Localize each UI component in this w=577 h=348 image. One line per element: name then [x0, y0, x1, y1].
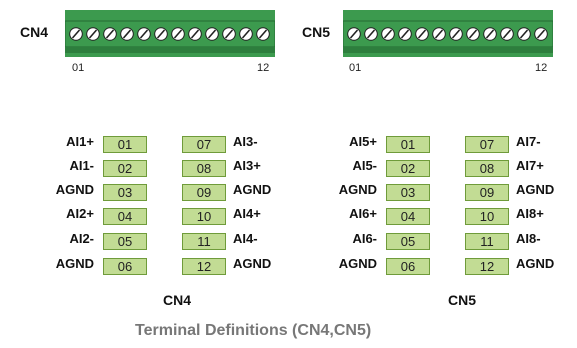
cn5-left-signal-label: AI5- — [352, 158, 377, 173]
cn4-right-signal-label: AI3+ — [233, 158, 261, 173]
cn5-right-pin-box: 07 — [465, 136, 509, 153]
cn5-left-pin-box: 03 — [386, 184, 430, 201]
screw-slot — [190, 29, 200, 39]
cn4-right-signal-label: AI4- — [233, 231, 258, 246]
cn5-left-signal-label: AI5+ — [349, 134, 377, 149]
screw-slot — [536, 29, 546, 39]
cn4-bottom-label: CN4 — [163, 292, 192, 308]
cn4-left-pin-box: 05 — [103, 233, 147, 250]
cn4-end-left: 01 — [72, 62, 85, 74]
cn4-terminal-block — [65, 10, 275, 57]
cn4-left-pin-box: 06 — [103, 258, 147, 275]
cn5-left-signal-label: AI6- — [352, 231, 377, 246]
cn4-right-signal-label: AGND — [233, 182, 272, 197]
screw-slot — [173, 29, 183, 39]
screw-slot — [383, 29, 393, 39]
cn4-right-pin-box: 08 — [182, 160, 226, 177]
screw-slot — [224, 29, 234, 39]
screw-slot — [519, 29, 529, 39]
screw-slot — [485, 29, 495, 39]
cn5-left-pin-box: 06 — [386, 258, 430, 275]
cn5-right-pin-box: 11 — [465, 233, 509, 250]
screw-slot — [122, 29, 132, 39]
cn5-left-signal-label: AGND — [338, 256, 377, 271]
cn4-left-pin-box: 03 — [103, 184, 147, 201]
screw-slot — [156, 29, 166, 39]
cn5-left-signal-label: AI6+ — [349, 206, 377, 221]
cn5-right-signal-label: AGND — [516, 256, 555, 271]
cn4-right-pin-box: 11 — [182, 233, 226, 250]
cn4-right-pin-box: 12 — [182, 258, 226, 275]
cn4-left-signal-label: AI2- — [69, 231, 94, 246]
screw-slot — [139, 29, 149, 39]
cn4-left-signal-label: AGND — [55, 182, 94, 197]
cn5-connector-title: CN5 — [302, 24, 331, 40]
screw-slot — [468, 29, 478, 39]
cn4-right-signal-label: AGND — [233, 256, 272, 271]
cn5-left-pin-box: 05 — [386, 233, 430, 250]
screw-slot — [241, 29, 251, 39]
cn4-left-signal-label: AI2+ — [66, 206, 94, 221]
cn5-right-signal-label: AI8- — [516, 231, 541, 246]
screw-slot — [366, 29, 376, 39]
cn4-left-pin-box: 01 — [103, 136, 147, 153]
cn5-bottom-label: CN5 — [448, 292, 477, 308]
screw-slot — [88, 29, 98, 39]
screw-slot — [71, 29, 81, 39]
screw-slot — [207, 29, 217, 39]
cn5-end-right: 12 — [535, 62, 548, 74]
cn4-left-signal-label: AGND — [55, 256, 94, 271]
screw-slot — [417, 29, 427, 39]
cn4-end-right: 12 — [257, 62, 270, 74]
cn5-screws — [347, 27, 548, 41]
cn5-end-left: 01 — [349, 62, 362, 74]
cn4-right-pin-box: 07 — [182, 136, 226, 153]
cn5-right-signal-label: AI7+ — [516, 158, 544, 173]
cn4-right-pin-box: 09 — [182, 184, 226, 201]
cn5-left-pin-box: 04 — [386, 208, 430, 225]
figure-caption: Terminal Definitions (CN4,CN5) — [135, 322, 372, 339]
screw-slot — [400, 29, 410, 39]
screw-slot — [502, 29, 512, 39]
cn4-left-pin-box: 04 — [103, 208, 147, 225]
cn5-right-pin-box: 09 — [465, 184, 509, 201]
cn5-left-pin-box: 02 — [386, 160, 430, 177]
cn5-left-signal-label: AGND — [338, 182, 377, 197]
cn4-left-pin-box: 02 — [103, 160, 147, 177]
cn5-terminal-block — [343, 10, 553, 57]
screw-slot — [451, 29, 461, 39]
cn4-right-signal-label: AI3- — [233, 134, 258, 149]
cn4-connector-title: CN4 — [20, 24, 49, 40]
cn5-right-signal-label: AGND — [516, 182, 555, 197]
cn5-right-pin-box: 08 — [465, 160, 509, 177]
screw-slot — [434, 29, 444, 39]
cn4-left-signal-label: AI1- — [69, 158, 94, 173]
cn5-left-pin-box: 01 — [386, 136, 430, 153]
cn4-left-signal-label: AI1+ — [66, 134, 94, 149]
cn4-screws — [69, 27, 270, 41]
screw-slot — [349, 29, 359, 39]
cn5-right-pin-box: 10 — [465, 208, 509, 225]
cn5-right-pin-box: 12 — [465, 258, 509, 275]
cn5-right-signal-label: AI7- — [516, 134, 541, 149]
screw-slot — [105, 29, 115, 39]
cn5-right-signal-label: AI8+ — [516, 206, 544, 221]
cn4-right-signal-label: AI4+ — [233, 206, 261, 221]
cn4-right-pin-box: 10 — [182, 208, 226, 225]
screw-slot — [258, 29, 268, 39]
